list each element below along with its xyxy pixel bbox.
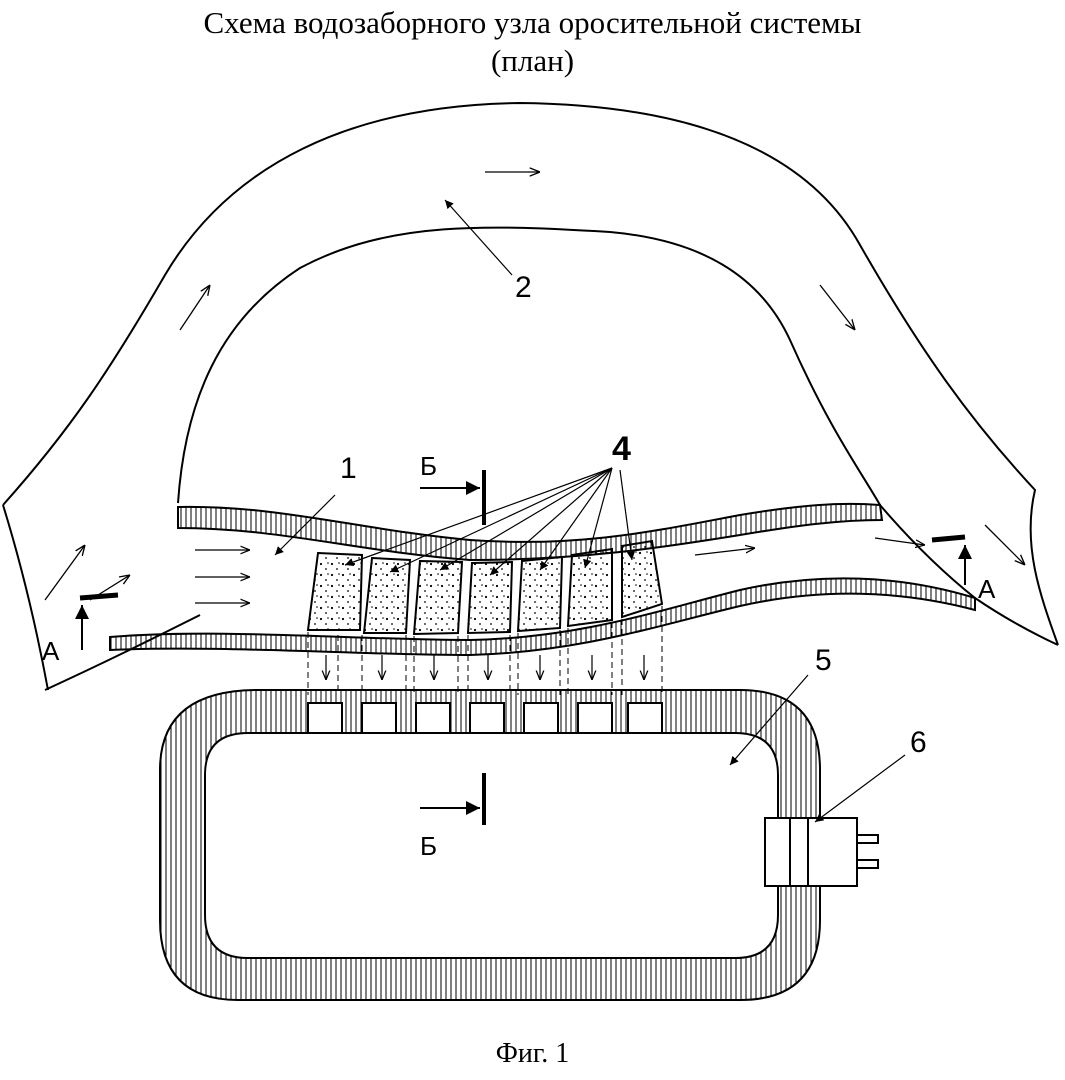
river-outer-bank xyxy=(2,101,1059,646)
flow-arrow xyxy=(179,285,210,331)
leader-line xyxy=(489,467,613,576)
filter-section xyxy=(566,547,613,628)
label-basin: 5 xyxy=(815,644,832,677)
leader-line xyxy=(583,467,613,569)
label-filters: 4 xyxy=(612,430,631,468)
river-flow-arrows xyxy=(44,172,1025,601)
leader-basin xyxy=(729,674,809,766)
filter-sections xyxy=(306,539,664,636)
label-river: 2 xyxy=(515,271,532,304)
filter-section xyxy=(412,559,464,636)
seepage-lines xyxy=(307,606,663,695)
section-marks xyxy=(75,470,972,825)
basin-inlets xyxy=(307,702,663,734)
leader-canal xyxy=(274,494,336,556)
leader-line xyxy=(344,467,613,567)
leader-line xyxy=(389,467,613,573)
label-section-b-bottom: Б xyxy=(420,831,437,861)
label-section-a-left: А xyxy=(42,636,60,666)
river-right-tail xyxy=(879,504,976,599)
label-pump: 6 xyxy=(910,726,927,759)
leader-line xyxy=(539,467,613,571)
callout-leaders xyxy=(274,199,906,823)
leader-pump xyxy=(814,754,906,823)
diagram-subtitle: (план) xyxy=(490,43,575,78)
basin-wall xyxy=(159,689,821,1001)
canal-upper-embankment xyxy=(177,502,884,562)
leader-line xyxy=(439,467,613,571)
river-inner-bank-left xyxy=(177,226,881,506)
canal xyxy=(109,502,976,657)
canal-lower-embankment xyxy=(109,577,976,657)
filter-section xyxy=(362,556,412,634)
filter-section xyxy=(466,560,514,635)
flow-arrow xyxy=(874,537,925,545)
label-canal: 1 xyxy=(340,452,357,485)
label-section-a-right: А xyxy=(978,574,996,604)
canal-flow-arrows xyxy=(195,537,925,603)
river xyxy=(2,101,1059,691)
basin xyxy=(159,689,821,1001)
river-right-bank-lower xyxy=(974,597,1059,646)
leader-river xyxy=(444,199,513,276)
filter-section xyxy=(621,539,664,619)
river-left-edge xyxy=(2,504,49,691)
flow-arrow xyxy=(694,548,755,556)
leader-line xyxy=(619,469,636,561)
flow-arrow xyxy=(44,545,85,601)
diagram-title: Схема водозаборного узла оросительной си… xyxy=(203,5,862,40)
figure-caption: Фиг. 1 xyxy=(495,1038,570,1069)
pump-station xyxy=(764,817,879,887)
filter-section xyxy=(306,551,364,631)
river-inner-bank xyxy=(44,614,201,691)
flow-arrow xyxy=(984,524,1025,565)
filter-section xyxy=(516,555,564,633)
seepage-arrows xyxy=(326,655,644,680)
flow-arrow xyxy=(819,284,855,330)
label-section-b-top: Б xyxy=(420,451,437,481)
filter-leader-lines xyxy=(344,467,636,576)
